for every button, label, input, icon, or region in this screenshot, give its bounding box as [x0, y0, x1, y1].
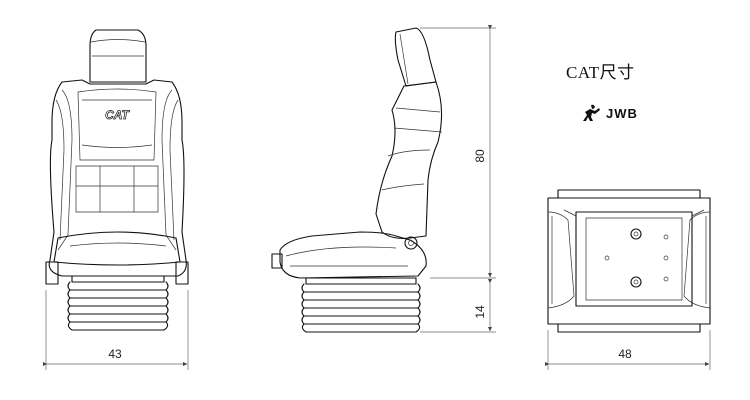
side-height-dimension: [420, 24, 496, 279]
front-view: [45, 29, 189, 331]
seat-badge: CAT: [105, 108, 130, 122]
side-height-label: 80: [473, 149, 487, 163]
brand-name: JWB: [606, 105, 638, 121]
front-width-label: 43: [108, 347, 122, 361]
base-height-dimension: [420, 278, 496, 333]
jumping-figure-logo-icon: [583, 104, 600, 121]
side-view: [271, 27, 443, 333]
top-width-dimension: [544, 330, 711, 370]
top-view: [547, 189, 711, 333]
drawing-title: CAT尺寸: [566, 63, 635, 82]
front-width-dimension: [42, 290, 189, 370]
brand-logo: JWB: [580, 103, 638, 123]
base-height-label: 14: [473, 305, 487, 319]
top-width-label: 48: [618, 347, 632, 361]
